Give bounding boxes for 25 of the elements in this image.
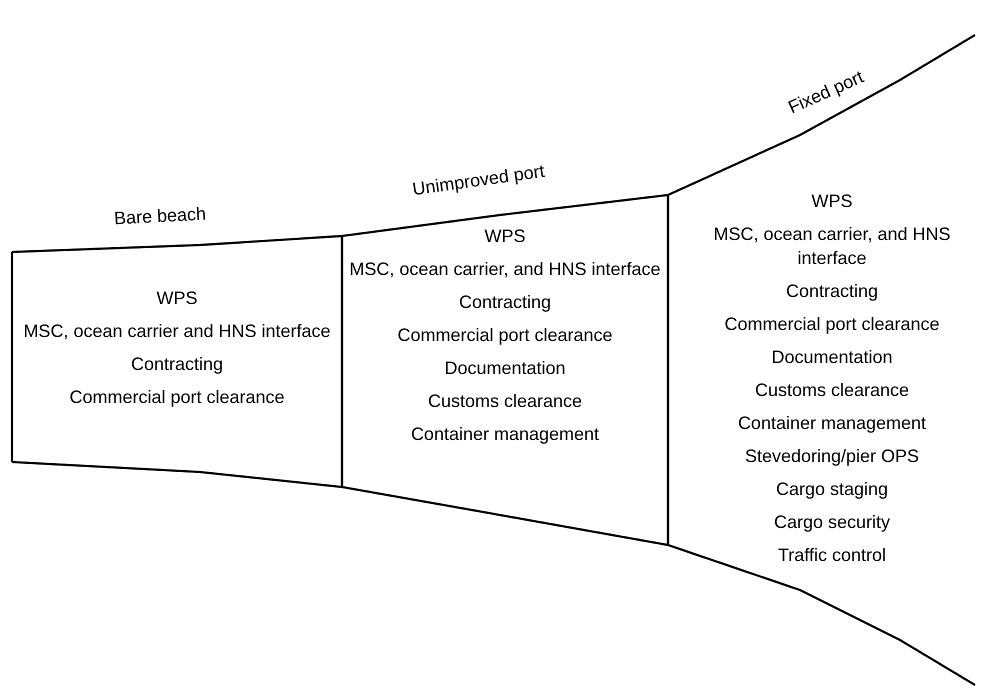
function-item: Cargo security xyxy=(774,511,890,534)
function-item: Contracting xyxy=(786,280,878,303)
function-item: MSC, ocean carrier, and HNS interface xyxy=(712,223,952,270)
function-item: Documentation xyxy=(771,346,893,369)
function-item: WPS xyxy=(156,287,198,310)
function-item: Stevedoring/pier OPS xyxy=(744,445,920,468)
function-item: Container management xyxy=(738,412,926,435)
function-item: MSC, ocean carrier, and HNS interface xyxy=(349,258,661,281)
function-item: Contracting xyxy=(130,353,224,376)
function-item: Contracting xyxy=(458,291,552,314)
function-item: MSC, ocean carrier and HNS interface xyxy=(23,320,331,343)
function-item: Customs clearance xyxy=(754,379,910,402)
section-heading: Bare beach xyxy=(114,203,207,229)
function-item: Container management xyxy=(410,423,600,446)
section-heading: Fixed port xyxy=(785,66,867,118)
function-item: WPS xyxy=(811,190,852,213)
function-item: Commercial port clearance xyxy=(397,324,613,347)
function-item: Commercial port clearance xyxy=(69,386,285,409)
function-item: Traffic control xyxy=(778,544,886,567)
function-item: Cargo staging xyxy=(776,478,888,501)
section-heading: Unimproved port xyxy=(410,160,546,200)
function-item: Commercial port clearance xyxy=(724,313,940,336)
function-item: Documentation xyxy=(444,357,566,380)
function-item: Customs clearance xyxy=(428,390,582,413)
function-item: WPS xyxy=(484,225,526,248)
